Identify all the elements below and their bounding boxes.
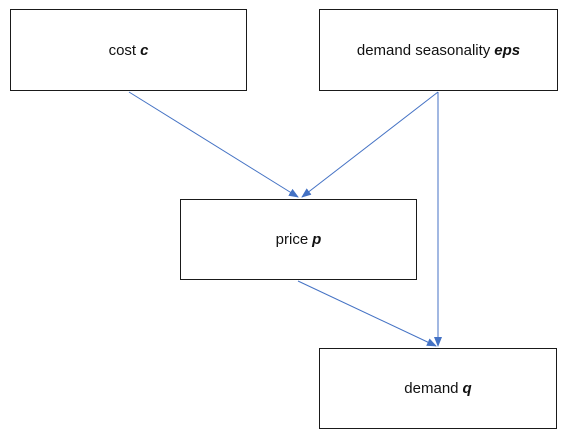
node-demand-variable: q: [462, 380, 472, 397]
node-demand-seasonality: demand seasonality eps: [319, 9, 558, 91]
edge-price-to-demand: [297, 280, 437, 347]
node-cost-variable: c: [140, 41, 149, 59]
node-cost-label: cost: [108, 41, 137, 59]
node-demand-seasonality-variable: eps: [494, 41, 521, 59]
node-demand-seasonality-label: demand seasonality: [356, 41, 491, 59]
node-demand-label: demand: [404, 380, 459, 397]
node-demand: demand q: [319, 348, 557, 429]
edge-cost-to-price: [128, 91, 299, 198]
node-cost: cost c: [10, 9, 247, 91]
node-price-label: price: [275, 231, 309, 248]
node-price-variable: p: [312, 231, 322, 248]
node-price: price p: [180, 199, 417, 280]
edge-seasonality-to-price: [301, 91, 439, 198]
